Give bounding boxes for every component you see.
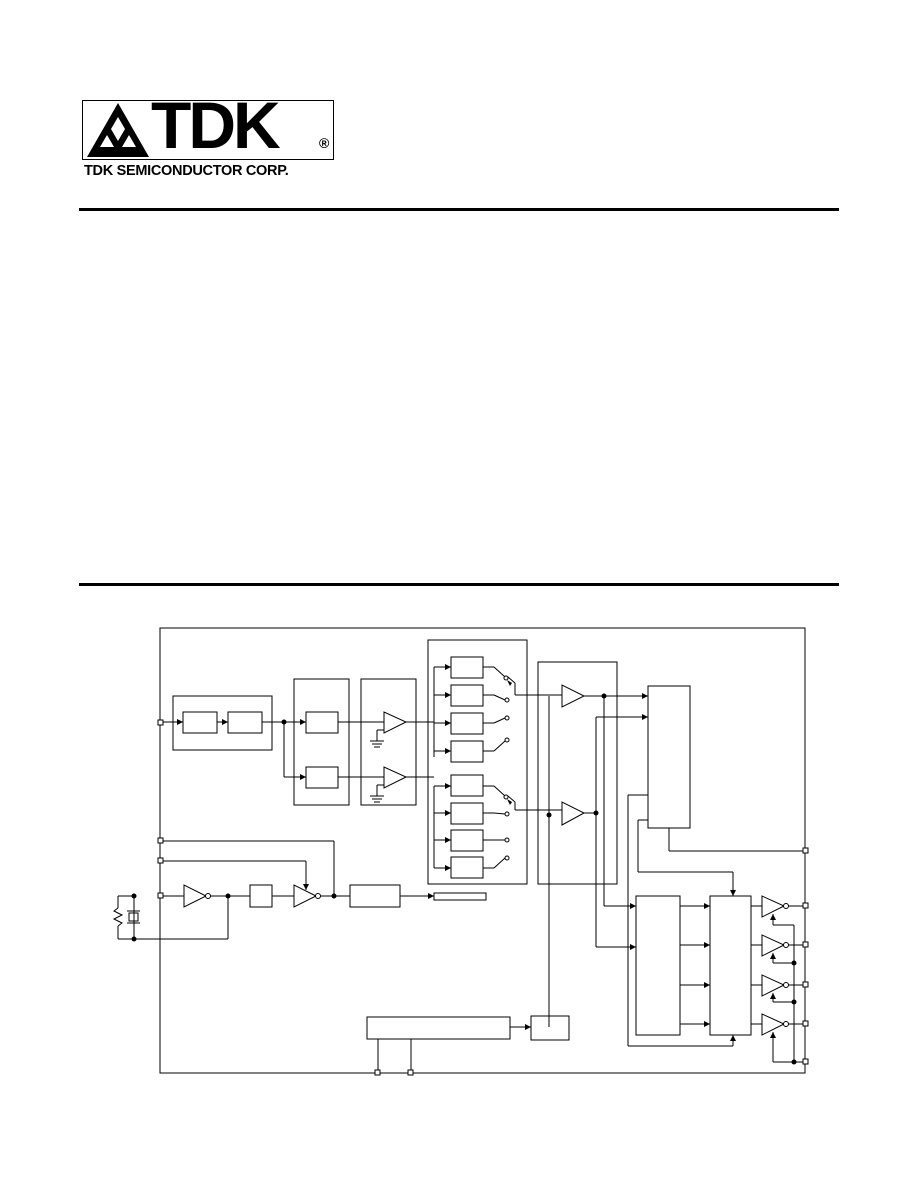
section-rule xyxy=(79,583,839,586)
filter-group xyxy=(293,678,350,806)
output-driver-2 xyxy=(761,934,786,957)
latch-block xyxy=(709,895,752,1036)
amplifier-group xyxy=(537,661,618,885)
filter-block-2 xyxy=(305,766,339,789)
bias-block xyxy=(366,1016,511,1040)
comparator-1 xyxy=(383,711,408,734)
output-driver-1 xyxy=(761,895,786,918)
clock-buffer xyxy=(293,884,318,908)
oscillator-inverter xyxy=(183,884,208,908)
company-logo: TDK ® TDK SEMICONDUCTOR CORP. xyxy=(82,92,336,179)
control-logic-block xyxy=(647,685,691,829)
amplifier-1 xyxy=(561,684,586,708)
registered-mark: ® xyxy=(319,135,330,151)
comparator-group xyxy=(360,678,417,806)
comparator-2 xyxy=(383,766,408,789)
oscillator-divider xyxy=(249,884,273,908)
decoder-block xyxy=(635,895,681,1036)
output-driver-4 xyxy=(761,1013,786,1036)
input-block-1 xyxy=(182,711,218,734)
amplifier-2 xyxy=(561,801,586,826)
logo-triangle-icon xyxy=(87,103,149,157)
input-stage-group xyxy=(172,695,273,751)
reference-block xyxy=(530,1015,570,1041)
header-rule xyxy=(79,208,839,211)
company-name: TDK SEMICONDUCTOR CORP. xyxy=(84,163,289,179)
filter-block-1 xyxy=(305,711,339,734)
logo-wordmark: TDK xyxy=(151,88,281,162)
clock-bus xyxy=(433,892,487,901)
switch-bank-group xyxy=(427,639,528,885)
logo-frame: TDK ® xyxy=(82,92,334,160)
clock-block xyxy=(349,884,401,908)
input-block-2 xyxy=(227,711,263,734)
output-driver-3 xyxy=(761,974,786,997)
